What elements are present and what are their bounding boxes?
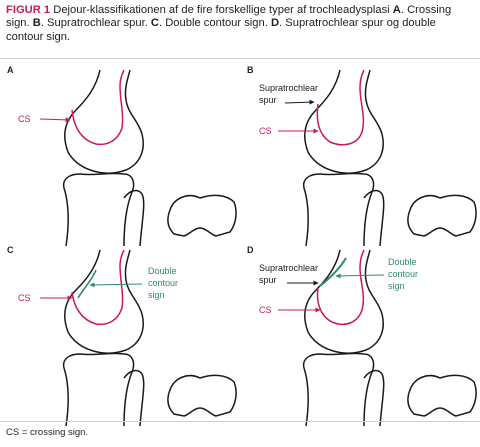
- cs-label-c: CS: [18, 293, 31, 303]
- panel-c: [40, 249, 237, 427]
- caption-intro: Dejour-klassifikationen af de fire forsk…: [50, 4, 393, 16]
- panel-label-d: D: [247, 245, 254, 255]
- crossing-sign-line-c: [71, 249, 125, 326]
- figure-caption: FIGUR 1 Dejour-klassifikationen af de fi…: [6, 4, 474, 44]
- dc-label-c-line1: Double: [148, 266, 177, 276]
- spur-label-d-line2: spur: [259, 275, 277, 285]
- panel-label-b: B: [247, 65, 254, 75]
- caption-text-c: . Double contour sign.: [159, 17, 271, 30]
- spur-label-b-line2: spur: [259, 95, 277, 105]
- caption-letter-d: D: [270, 17, 280, 30]
- caption-letter-c: C: [150, 17, 160, 30]
- dc-label-d-line2: contour: [388, 269, 418, 279]
- crossing-sign-line-a: [71, 69, 125, 146]
- cs-arrow-a: [39, 117, 71, 123]
- panel-label-c: C: [7, 245, 14, 255]
- panel-d: [278, 249, 477, 427]
- caption-text-b: . Supratrochlear spur.: [40, 17, 151, 30]
- figure-label: FIGUR 1: [6, 4, 51, 16]
- double-contour-line-d: [319, 257, 347, 287]
- spur-label-d-line1: Supratrochlear: [259, 263, 318, 273]
- dc-label-c-line3: sign: [148, 290, 165, 300]
- dc-label-c-line2: contour: [148, 278, 178, 288]
- knee-outline-c: [62, 249, 237, 427]
- double-contour-line-c: [77, 269, 97, 299]
- crossing-sign-line-d: [316, 249, 365, 326]
- panel-a: [39, 69, 237, 247]
- spur-arrow-b: [284, 99, 315, 105]
- footnote-divider: [0, 421, 480, 422]
- crossing-sign-line-b: [316, 69, 365, 146]
- caption-letter-b: B: [32, 17, 41, 30]
- panel-label-a: A: [7, 65, 14, 75]
- dc-label-d-line3: sign: [388, 281, 405, 291]
- footnote: CS = crossing sign.: [6, 427, 89, 438]
- caption-text-d: . Supratrochlear spur og double contour …: [6, 17, 436, 43]
- dc-label-d-line1: Double: [388, 257, 417, 267]
- knee-outline-b: [302, 69, 477, 247]
- caption-letter-a: A: [392, 4, 401, 16]
- spur-label-b-line1: Supratrochlear: [259, 83, 318, 93]
- knee-outline-a: [62, 69, 237, 247]
- caption-divider: [0, 58, 480, 59]
- cs-label-a: CS: [18, 114, 31, 124]
- caption-text-a: . Crossing sign.: [6, 4, 452, 30]
- cs-label-d: CS: [259, 305, 272, 315]
- panel-b: [278, 69, 477, 247]
- dc-arrow-c: [89, 282, 143, 288]
- dc-arrow-d: [335, 273, 385, 279]
- cs-label-b: CS: [259, 126, 272, 136]
